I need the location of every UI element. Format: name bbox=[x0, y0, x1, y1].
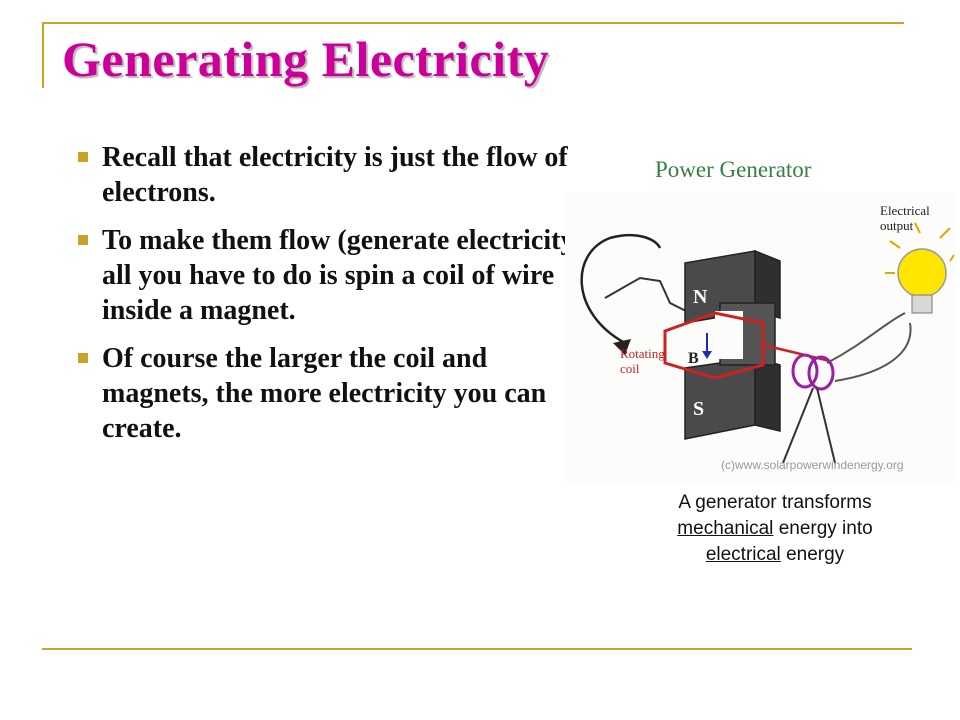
caption-part-3: energy bbox=[786, 544, 845, 565]
rotating-coil-icon bbox=[663, 311, 765, 380]
rotating-label-line2: coil bbox=[620, 361, 640, 376]
rotating-label-line1: Rotating bbox=[620, 346, 665, 361]
bullet-marker-icon bbox=[78, 152, 88, 162]
bullet-text: To make them flow (generate electricity)… bbox=[102, 225, 591, 326]
return-wire-icon bbox=[834, 322, 912, 382]
bullet-marker-icon bbox=[78, 235, 88, 245]
north-pole-label: N bbox=[693, 286, 708, 308]
caption-part-2: energy into bbox=[778, 518, 873, 539]
generator-diagram: N S B Rotating coil bbox=[565, 193, 955, 483]
field-arrowhead-icon bbox=[702, 351, 712, 359]
figure-caption: A generator transforms mechanical energy… bbox=[620, 490, 930, 568]
caption-mechanical: mechanical bbox=[677, 518, 774, 539]
bullet-text: Recall that electricity is just the flow… bbox=[102, 142, 568, 208]
field-label: B bbox=[688, 350, 699, 367]
bullet-text: Of course the larger the coil and magnet… bbox=[102, 343, 547, 444]
horseshoe-magnet-icon bbox=[684, 249, 781, 440]
bullet-item: To make them flow (generate electricity)… bbox=[70, 223, 600, 328]
hand-crank-icon bbox=[604, 276, 691, 314]
bullet-list: Recall that electricity is just the flow… bbox=[70, 140, 600, 459]
electrical-label-line2: output bbox=[880, 218, 914, 233]
caption-part-1: A generator transforms bbox=[678, 492, 872, 513]
figure-title: Power Generator bbox=[655, 157, 812, 182]
south-pole-label: S bbox=[693, 398, 704, 420]
electrical-label-line1: Electrical bbox=[880, 203, 930, 218]
light-bulb-icon bbox=[885, 222, 955, 314]
left-rule bbox=[42, 22, 44, 88]
bullet-marker-icon bbox=[78, 353, 88, 363]
caption-electrical: electrical bbox=[705, 544, 781, 565]
bullet-item: Recall that electricity is just the flow… bbox=[70, 140, 600, 210]
output-wire-icon bbox=[826, 312, 906, 364]
brushes-icon bbox=[782, 387, 836, 464]
top-rule bbox=[42, 22, 904, 24]
image-credit: (c)www.solarpowerwindenergy.org bbox=[721, 458, 904, 472]
slide-title: Generating Electricity bbox=[62, 31, 550, 87]
rotation-arrow-icon bbox=[580, 233, 662, 345]
generator-illustration: N S B Rotating coil bbox=[580, 203, 955, 472]
slip-rings-icon bbox=[791, 353, 835, 391]
bottom-rule bbox=[42, 648, 912, 650]
bullet-item: Of course the larger the coil and magnet… bbox=[70, 341, 600, 446]
rotation-arrowhead-icon bbox=[613, 339, 631, 355]
